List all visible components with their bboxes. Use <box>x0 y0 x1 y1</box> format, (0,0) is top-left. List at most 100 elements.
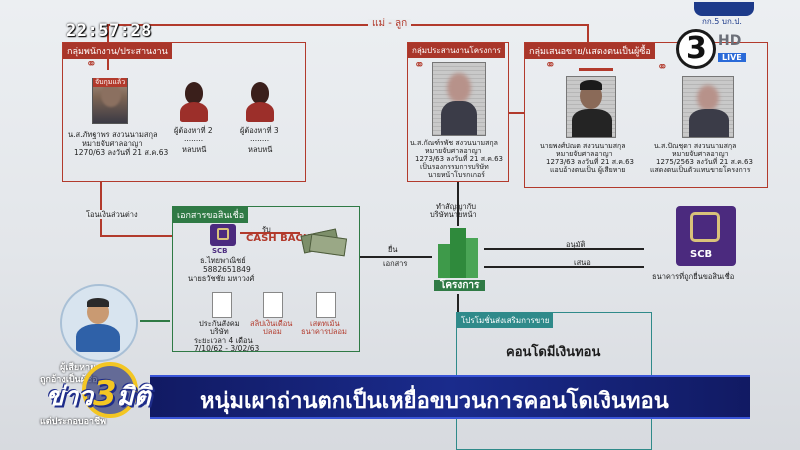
group-project-box: กลุ่มประสานงานโครงการ <box>407 42 509 182</box>
transfer-label: โอนเงินส่วนต่าง <box>86 210 138 219</box>
project-person-name: น.ส.กัณฑ์รพัช สงวนนามสกุล <box>410 139 498 147</box>
submit-label-2: เอกสาร <box>383 259 408 268</box>
docs-box: เอกสารขอสินเชื่อ <box>172 206 360 352</box>
submit-line <box>360 256 432 258</box>
top-link-label: แม่ - ลูก <box>368 19 412 29</box>
project-person-role2: นายหน้าโบรกเกอร์ <box>428 171 485 179</box>
project-front-link <box>509 112 524 114</box>
channel-hd: HD <box>718 33 742 49</box>
channel-number-circle <box>676 29 716 69</box>
doc-1-label: ประกันสังคม <box>199 319 240 328</box>
document-icon-3 <box>316 292 336 318</box>
staff-3-status: หลบหนี <box>248 145 273 154</box>
show-logo: ข่าว3มิติ <box>40 362 180 428</box>
arrested-badge: จับกุมแล้ว <box>93 78 128 87</box>
group-front-box: กลุ่มเสนอขาย/แสดงตนเป็นผู้ซื้อ <box>524 42 768 188</box>
show-name-left: ข่าว <box>46 382 93 412</box>
show-logo-ring <box>82 362 138 418</box>
contract-label-2: บริษัทนายหน้า <box>430 210 477 219</box>
staff-1-name: น.ส.ภัทฐาพร สงวนนามสกุล <box>68 130 158 139</box>
submit-label-1: ยื่น <box>388 245 398 254</box>
project-label: โครงการ <box>434 280 486 291</box>
channel-3-logo: 3 HD LIVE <box>676 29 754 73</box>
victim-arrow <box>140 320 170 322</box>
staff-1-warrant: หมายจับศาลอาญา <box>82 139 143 148</box>
headline-banner: หนุ่มเผาถ่านตกเป็นเหยื่อขบวนการคอนโดเงิน… <box>150 375 750 419</box>
mugshot-front-1 <box>566 76 616 138</box>
project-drop-line <box>457 182 459 226</box>
front-top-bar <box>579 68 613 71</box>
group-staff-box: กลุ่มพนักงาน/ประสานงาน <box>62 42 306 182</box>
silhouette-staff-2 <box>180 82 208 122</box>
group-front-title: กลุ่มเสนอขาย/แสดงตนเป็นผู้ซื้อ <box>525 43 655 59</box>
receive-label: รับ <box>262 225 271 234</box>
doc-2-label: สลิปเงินเดือน <box>250 319 293 328</box>
doc-3-label2: ธนาคารปลอม <box>301 327 347 336</box>
victim-avatar <box>60 284 138 362</box>
offer-label: เสนอ <box>574 258 591 267</box>
transfer-line-v <box>100 182 102 236</box>
front-2-name: น.ส.ปัณชุดา สงวนนามสกุล <box>654 142 737 150</box>
top-link-line <box>107 24 588 26</box>
promo-title: โปรโมชั่นส่งเสริมการขาย <box>457 313 554 328</box>
front-1-name: นายพงศ์ปณต สงวนนามสกุล <box>540 142 626 150</box>
cashback-arrow <box>240 232 300 234</box>
doc-2-label2: ปลอม <box>263 327 282 336</box>
victim-caption-3: แต่ประกอบอาชีพ <box>40 417 107 427</box>
approve-line <box>484 248 644 250</box>
staff-2-dots: ........ <box>184 134 204 143</box>
staff-1-date: 1270/63 ลงวันที่ 21 ส.ค.63 <box>74 148 169 157</box>
account-number: 5882651849 <box>203 265 251 274</box>
front-2-date: 1275/2563 ลงวันที่ 21 ส.ค.63 <box>656 158 753 166</box>
victim-caption-1: ผู้เสียหาย <box>60 363 96 373</box>
document-icon-1 <box>212 292 232 318</box>
bank-caption: ธนาคารที่ถูกยื่นขอสินเชื่อ <box>652 272 735 281</box>
period-label: ระยะเวลา 4 เดือน <box>194 336 253 345</box>
silhouette-staff-3 <box>246 82 274 122</box>
scb-logo-large <box>676 206 736 266</box>
staff-arrow <box>107 52 109 70</box>
scb-name-large: SCB <box>690 249 713 260</box>
show-name-right: มิติ <box>116 382 151 412</box>
front-1-role: แอบอ้างตนเป็น ผู้เสียหาย <box>550 166 626 174</box>
mugshot-project <box>432 62 486 136</box>
cashback-label: CASH BACK <box>246 233 311 244</box>
transfer-line-h <box>100 235 172 237</box>
handcuffs-icon: ⚭ <box>414 58 425 73</box>
mugshot-front-2 <box>682 76 734 138</box>
staff-2-status: หลบหนี <box>182 145 207 154</box>
account-holder: นายธวัชชัย มหาวงศ์ <box>188 274 255 283</box>
document-icon-2 <box>263 292 283 318</box>
headline-text: หนุ่มเผาถ่านตกเป็นเหยื่อขบวนการคอนโดเงิน… <box>200 389 669 414</box>
channel-number: 3 <box>686 31 707 66</box>
police-logo-caption: กก.5 บก.ป. <box>702 17 742 26</box>
building-icon <box>434 228 482 278</box>
scb-logo-small <box>210 224 236 246</box>
cash-icon <box>300 228 348 257</box>
project-person-date: 1273/63 ลงวันที่ 21 ส.ค.63 <box>415 155 504 163</box>
promo-subtitle: คอนโดมีเงินทอน <box>506 345 601 360</box>
doc-3-label: เสตทเม้น <box>310 319 340 328</box>
front-1-date: 1273/63 ลงวันที่ 21 ส.ค.63 <box>546 158 635 166</box>
front-1-warrant: หมายจับศาลอาญา <box>556 150 613 158</box>
police-logo <box>694 2 754 16</box>
project-person-role: เป็นรองกรรมการบริษัท <box>420 163 489 171</box>
staff-2-label: ผู้ต้องหาที่ 2 <box>174 126 213 135</box>
handcuffs-icon: ⚭ <box>545 58 556 73</box>
offer-line <box>484 266 644 268</box>
front-2-warrant: หมายจับศาลอาญา <box>672 150 729 158</box>
contract-label-1: ทำสัญญากับ <box>436 202 477 211</box>
approve-label: อนุมัติ <box>566 240 586 249</box>
group-staff-title: กลุ่มพนักงาน/ประสานงาน <box>63 43 172 59</box>
doc-1-label2: บริษัท <box>210 327 229 336</box>
front-2-role: แสดงตนเป็นตัวแทนขายโครงการ <box>650 166 751 174</box>
project-person-warrant: หมายจับศาลอาญา <box>425 147 482 155</box>
staff-3-dots: ........ <box>250 134 270 143</box>
handcuffs-icon: ⚭ <box>86 57 97 72</box>
broadcast-clock: 22:57:28 <box>66 21 152 41</box>
handcuffs-icon: ⚭ <box>657 60 668 75</box>
docs-box-title: เอกสารขอสินเชื่อ <box>173 207 249 223</box>
staff-3-label: ผู้ต้องหาที่ 3 <box>240 126 279 135</box>
group-project-title: กลุ่มประสานงานโครงการ <box>408 43 505 58</box>
top-link-right-drop <box>587 24 589 44</box>
